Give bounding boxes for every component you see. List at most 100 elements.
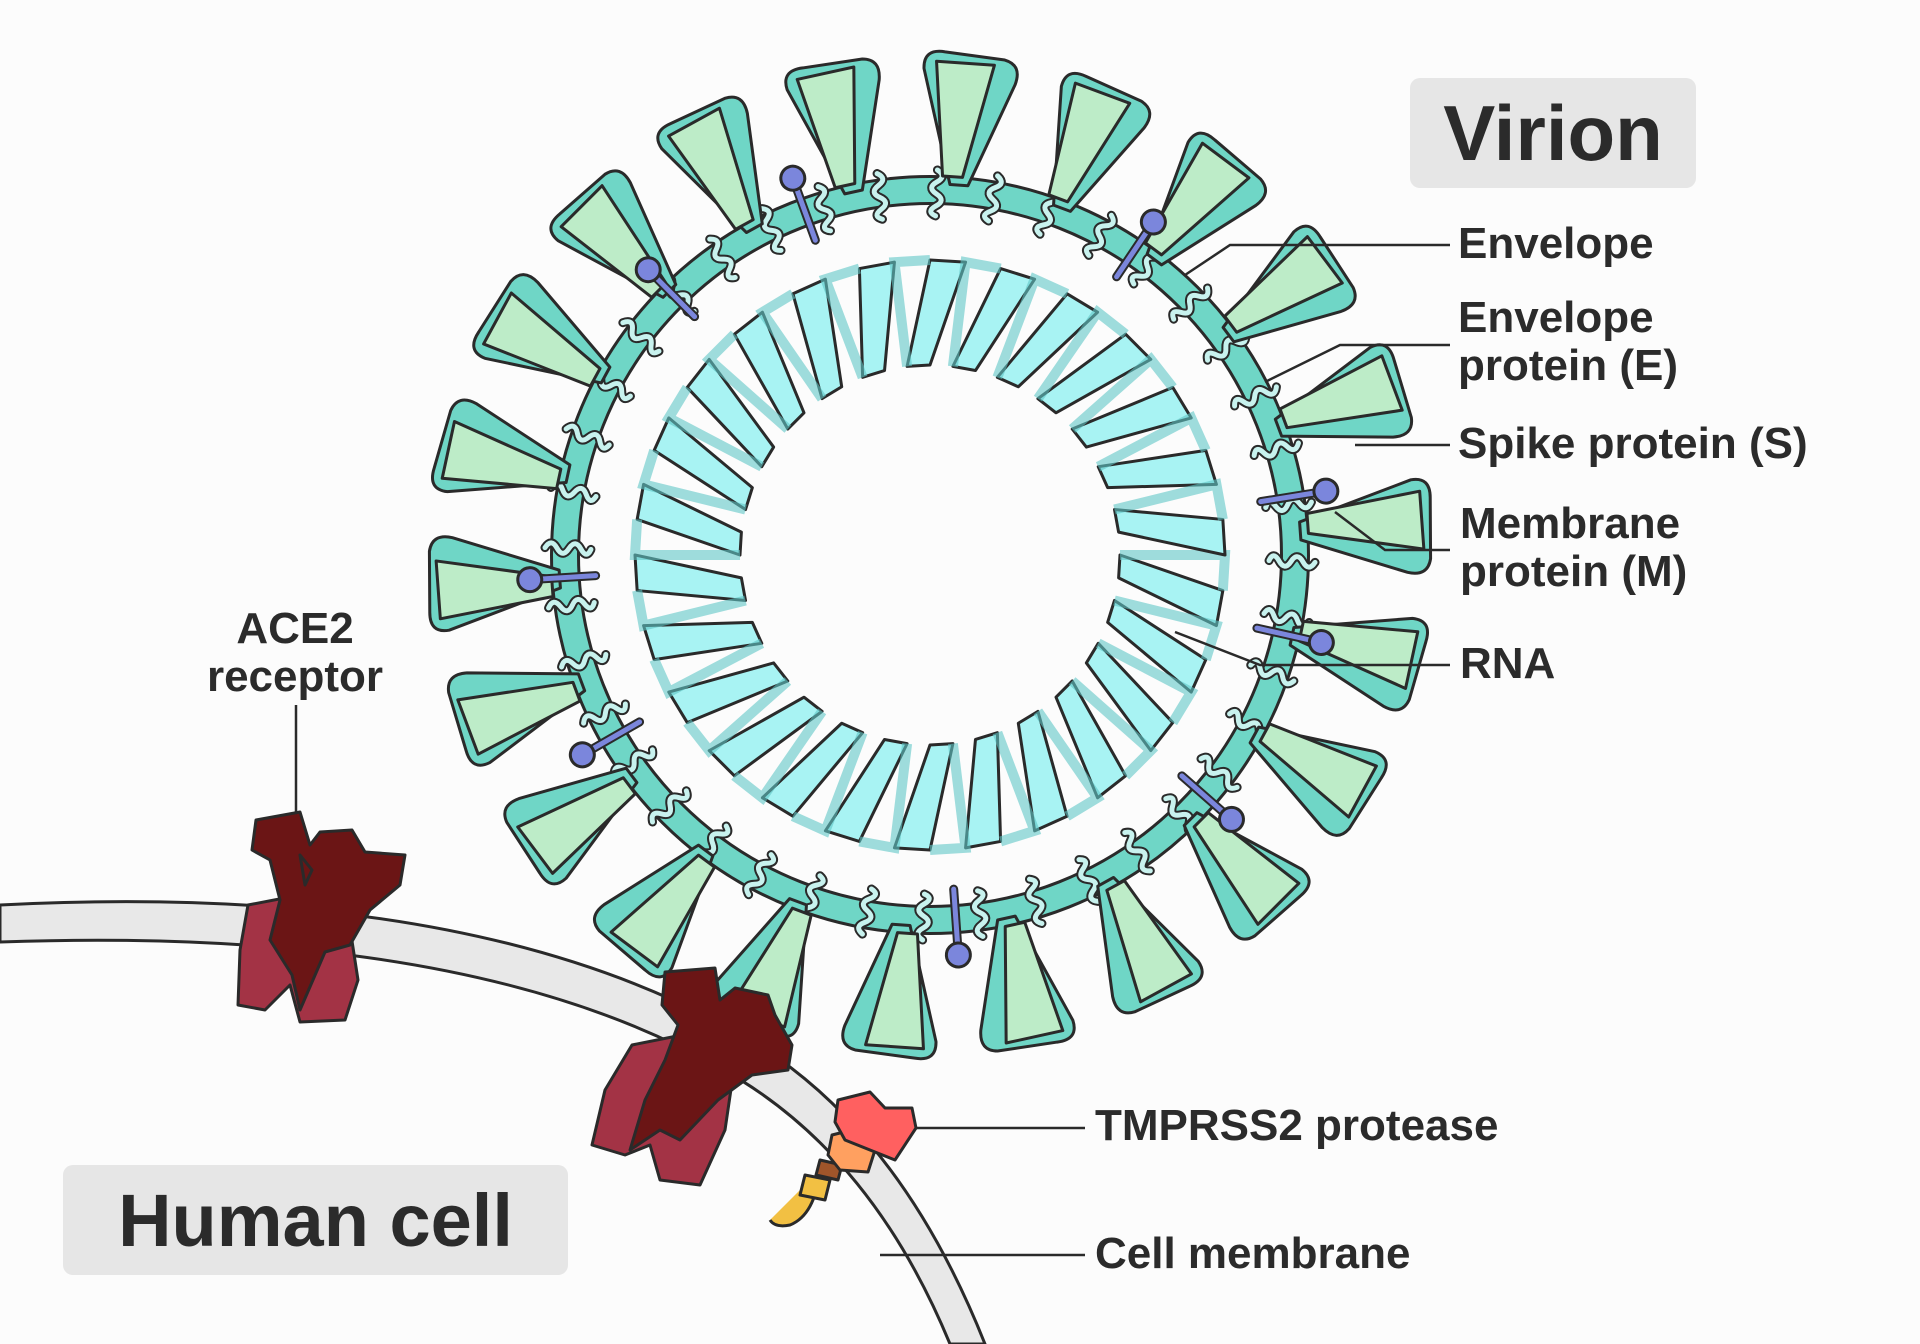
cell-membrane: [0, 900, 987, 1344]
rna-shade: [661, 384, 765, 472]
rna-shade: [637, 448, 747, 515]
envelope-protein-e: [1259, 605, 1314, 631]
spike-protein: [1143, 131, 1268, 267]
label-envelope-text: Envelope: [1458, 219, 1654, 268]
rna-shade: [1033, 305, 1129, 402]
rna-shade: [1033, 708, 1105, 821]
spike-protein: [922, 49, 1019, 188]
label-envelope: Envelope: [1458, 220, 1654, 268]
rna-shade: [632, 589, 747, 632]
envelope-protein-e: [742, 850, 779, 900]
envelope-protein-e: [969, 886, 991, 941]
rna-shade: [701, 330, 792, 433]
envelope-protein-e: [1120, 827, 1155, 876]
spike-protein: [1221, 224, 1357, 344]
rna-shade: [992, 272, 1070, 380]
envelope-protein-e: [561, 421, 614, 453]
label-membrane-protein: Membrane protein (M): [1460, 500, 1687, 596]
rna-shade: [755, 289, 827, 402]
label-spike-text: Spike protein (S): [1458, 419, 1808, 468]
spike-protein: [472, 273, 612, 388]
rna-shade: [888, 255, 931, 367]
envelope-protein-e: [1264, 551, 1320, 572]
rna-shade: [649, 638, 765, 699]
rna-shade: [1068, 677, 1159, 780]
rna-shade: [790, 730, 868, 838]
spike-protein: [1182, 811, 1311, 941]
envelope-protein-e: [579, 699, 630, 728]
rna-shade: [858, 743, 913, 854]
virion-badge: Virion: [1410, 78, 1696, 188]
membrane-protein-m: [634, 256, 700, 322]
ace2-receptor: [590, 966, 794, 1187]
leader-envelope: [1184, 243, 1450, 277]
rna-shade: [731, 708, 827, 805]
envelope-protein-e: [1196, 752, 1242, 793]
membrane-protein-m: [516, 566, 601, 594]
spike-protein: [841, 922, 938, 1061]
label-cell-membrane-text: Cell membrane: [1095, 1229, 1411, 1278]
rna-shade: [929, 743, 972, 855]
envelope-protein-e: [618, 317, 664, 358]
envelope-protein-e: [705, 234, 740, 283]
envelope-protein-e: [1202, 330, 1251, 365]
label-membrane-protein-line1: Membrane: [1460, 499, 1681, 548]
rna-shade: [1095, 411, 1211, 472]
membrane-protein-m: [1252, 623, 1335, 657]
envelope-protein-e: [813, 182, 836, 236]
spike-protein: [503, 766, 639, 886]
label-cell-membrane: Cell membrane: [1095, 1230, 1410, 1278]
rna-loop: [964, 731, 1003, 850]
membrane-protein-m: [1112, 208, 1167, 282]
rna-shade: [947, 256, 1002, 367]
envelope-protein-e: [1249, 438, 1303, 461]
rna-shade: [1113, 478, 1228, 521]
rna-loop: [857, 260, 896, 379]
rna-shade: [818, 263, 868, 380]
envelope-protein-e: [609, 745, 658, 780]
leader-membrane-protein: [1334, 511, 1450, 552]
envelope-protein-e: [980, 171, 1006, 226]
envelope-protein-e: [1024, 874, 1047, 928]
envelope-protein-e: [1081, 210, 1118, 260]
rna-loop: [1112, 508, 1227, 557]
spike-protein: [1096, 875, 1204, 1015]
membrane-protein-m: [1256, 477, 1340, 507]
envelope-protein-e: [557, 649, 611, 672]
rna-shade: [1113, 595, 1223, 662]
membrane-protein-m: [1177, 771, 1245, 833]
label-tmprss2-text: TMPRSS2 protease: [1095, 1101, 1499, 1150]
envelope-protein-e: [913, 889, 934, 945]
spike-protein: [784, 57, 881, 196]
label-ace2-receptor: ACE2 receptor: [190, 605, 400, 701]
spike-protein: [1248, 722, 1388, 837]
envelope-protein-e: [757, 204, 786, 255]
spike-protein: [446, 671, 587, 767]
envelope-protein-e: [546, 479, 601, 505]
label-rna-text: RNA: [1460, 639, 1556, 688]
spike-protein: [979, 914, 1076, 1053]
leader-rna: [1174, 630, 1450, 667]
leader-envelope-protein: [1264, 343, 1450, 384]
label-spike-protein: Spike protein (S): [1458, 420, 1808, 468]
membrane-protein-m: [779, 164, 820, 245]
label-membrane-protein-line2: protein (M): [1460, 547, 1688, 596]
label-ace2-line1: ACE2: [236, 604, 354, 653]
envelope-protein-e: [869, 169, 891, 224]
envelope-protein-e: [647, 786, 692, 827]
label-envelope-protein: Envelope protein (E): [1458, 294, 1678, 390]
rna-shade: [683, 677, 792, 758]
tmprss2-protease: [768, 1090, 918, 1228]
envelope-protein-e: [544, 594, 599, 616]
membrane-protein-m: [944, 884, 972, 969]
label-tmprss2: TMPRSS2 protease: [1095, 1102, 1498, 1150]
human-cell-badge: Human cell: [63, 1165, 568, 1275]
ace2-receptor: [236, 810, 407, 1024]
leader-lines: [294, 243, 1450, 1257]
spike-protein: [430, 398, 572, 494]
rna-shade: [629, 519, 740, 560]
virion: [427, 49, 1433, 1061]
rna-loop: [633, 553, 748, 602]
